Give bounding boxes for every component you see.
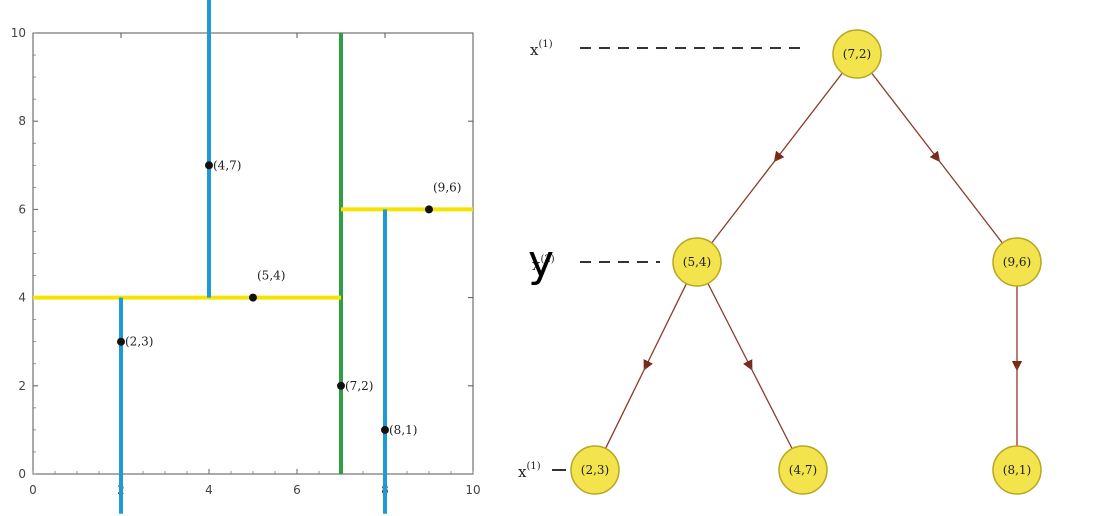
y-tick-label: 6 [18, 202, 26, 216]
data-point [381, 425, 389, 434]
point-label: (2,3) [125, 335, 153, 349]
level-2-label: x(1) [518, 461, 541, 481]
data-point [425, 205, 433, 214]
tree-nodes: (7,2) (5,4) (9,6) (2,3) (4,7) (8,1) [570, 29, 1042, 495]
tree-edge-tail [749, 365, 793, 449]
split-lines [33, 0, 473, 514]
point-label: (5,4) [257, 269, 285, 283]
data-point [117, 337, 125, 346]
x-tick-label: 0 [29, 483, 37, 497]
plot-frame [32, 32, 474, 475]
point-label: (7,2) [345, 379, 373, 393]
x-tick-label: 4 [205, 483, 213, 497]
data-point [337, 381, 345, 390]
tree-node-n54 [672, 237, 722, 287]
tree-edge-n54-n23 [643, 283, 688, 371]
level-0-label: x(1) [530, 39, 553, 59]
tree-node-label: (4,7) [789, 463, 817, 477]
tree-node-label: (2,3) [581, 463, 609, 477]
tree-edge-tail [604, 365, 647, 449]
level-guides: x(1) x(2) x(1) y [518, 39, 808, 481]
tree-edge-tail [936, 157, 1003, 244]
tree-node-n47 [778, 445, 828, 495]
tree-edge-tail [711, 157, 778, 244]
kd-tree-diagram: x(1) x(2) x(1) y (7,2) (5,4) (9,6) (2,3) (4,… [518, 29, 1042, 495]
tree-edge-n54-n47 [707, 283, 753, 371]
data-points: (2,3) (4,7) (5,4) (7,2) (8,1) (9,6) [117, 158, 461, 437]
y-tick-label: 2 [18, 379, 26, 393]
tree-node-label: (7,2) [843, 47, 871, 61]
tree-node-n96 [992, 237, 1042, 287]
kd-partition-plot: 0 2 4 6 8 10 0 2 4 6 8 10 (2,3) (4,7) (5,4) (7,2) (8,1… [11, 0, 481, 514]
tree-edge-n72-n96 [871, 72, 941, 163]
tree-edge-n72-n54 [773, 72, 843, 163]
tree-node-label: (8,1) [1003, 463, 1031, 477]
data-point [205, 161, 213, 170]
tree-node-n23 [570, 445, 620, 495]
level-1-label: x(2) [532, 254, 555, 274]
tree-edges [604, 72, 1023, 449]
y-tick-label: 10 [11, 26, 26, 40]
y-tick-label: 0 [18, 467, 26, 481]
tree-node-n81 [992, 445, 1042, 495]
point-label: (4,7) [213, 158, 241, 172]
x-tick-label: 10 [465, 483, 480, 497]
y-tick-label: 4 [18, 291, 26, 305]
y-axis-ticks: 0 2 4 6 8 10 [11, 26, 473, 481]
point-label: (8,1) [389, 423, 417, 437]
tree-node-label: (5,4) [683, 255, 711, 269]
data-point [249, 293, 257, 302]
y-tick-label: 8 [18, 114, 26, 128]
tree-node-label: (9,6) [1003, 255, 1031, 269]
y-overlay-text: y [528, 236, 554, 287]
point-label: (9,6) [433, 180, 461, 194]
x-tick-label: 6 [293, 483, 301, 497]
tree-node-n72 [832, 29, 882, 79]
